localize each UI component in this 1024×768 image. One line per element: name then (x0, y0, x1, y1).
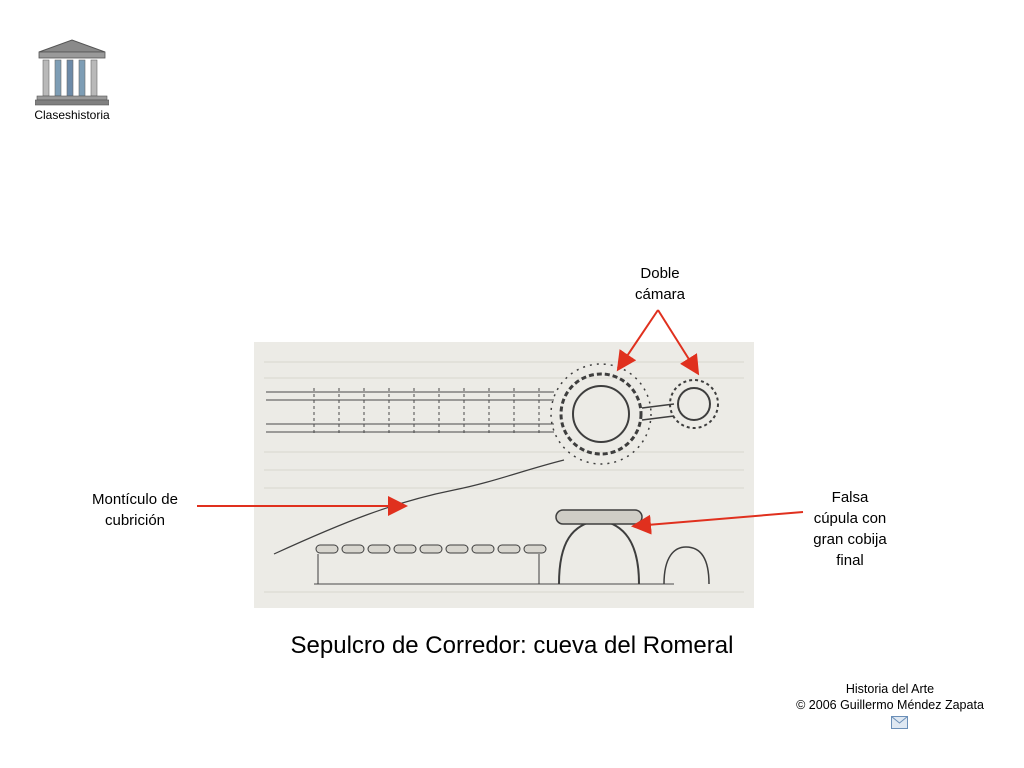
tomb-drawing (254, 342, 754, 608)
label-monticulo: Montículo de cubrición (92, 491, 178, 529)
label-falsa-cupula: Falsa cúpula con gran cobija final (813, 489, 887, 569)
credits-line1: Historia del Arte (845, 682, 935, 696)
credits: Historia del Arte © 2006 Guillermo Ménde… (770, 681, 1010, 713)
envelope-icon[interactable] (891, 716, 908, 729)
label-doble-camara: Doble cámara (634, 265, 686, 303)
greek-temple-icon[interactable] (34, 36, 110, 106)
credits-line2: © 2006 Guillermo Méndez Zapata (796, 698, 984, 712)
slide-title: Sepulcro de Corredor: cueva del Romeral (290, 632, 734, 659)
logo-caption: Claseshistoria (34, 108, 110, 122)
